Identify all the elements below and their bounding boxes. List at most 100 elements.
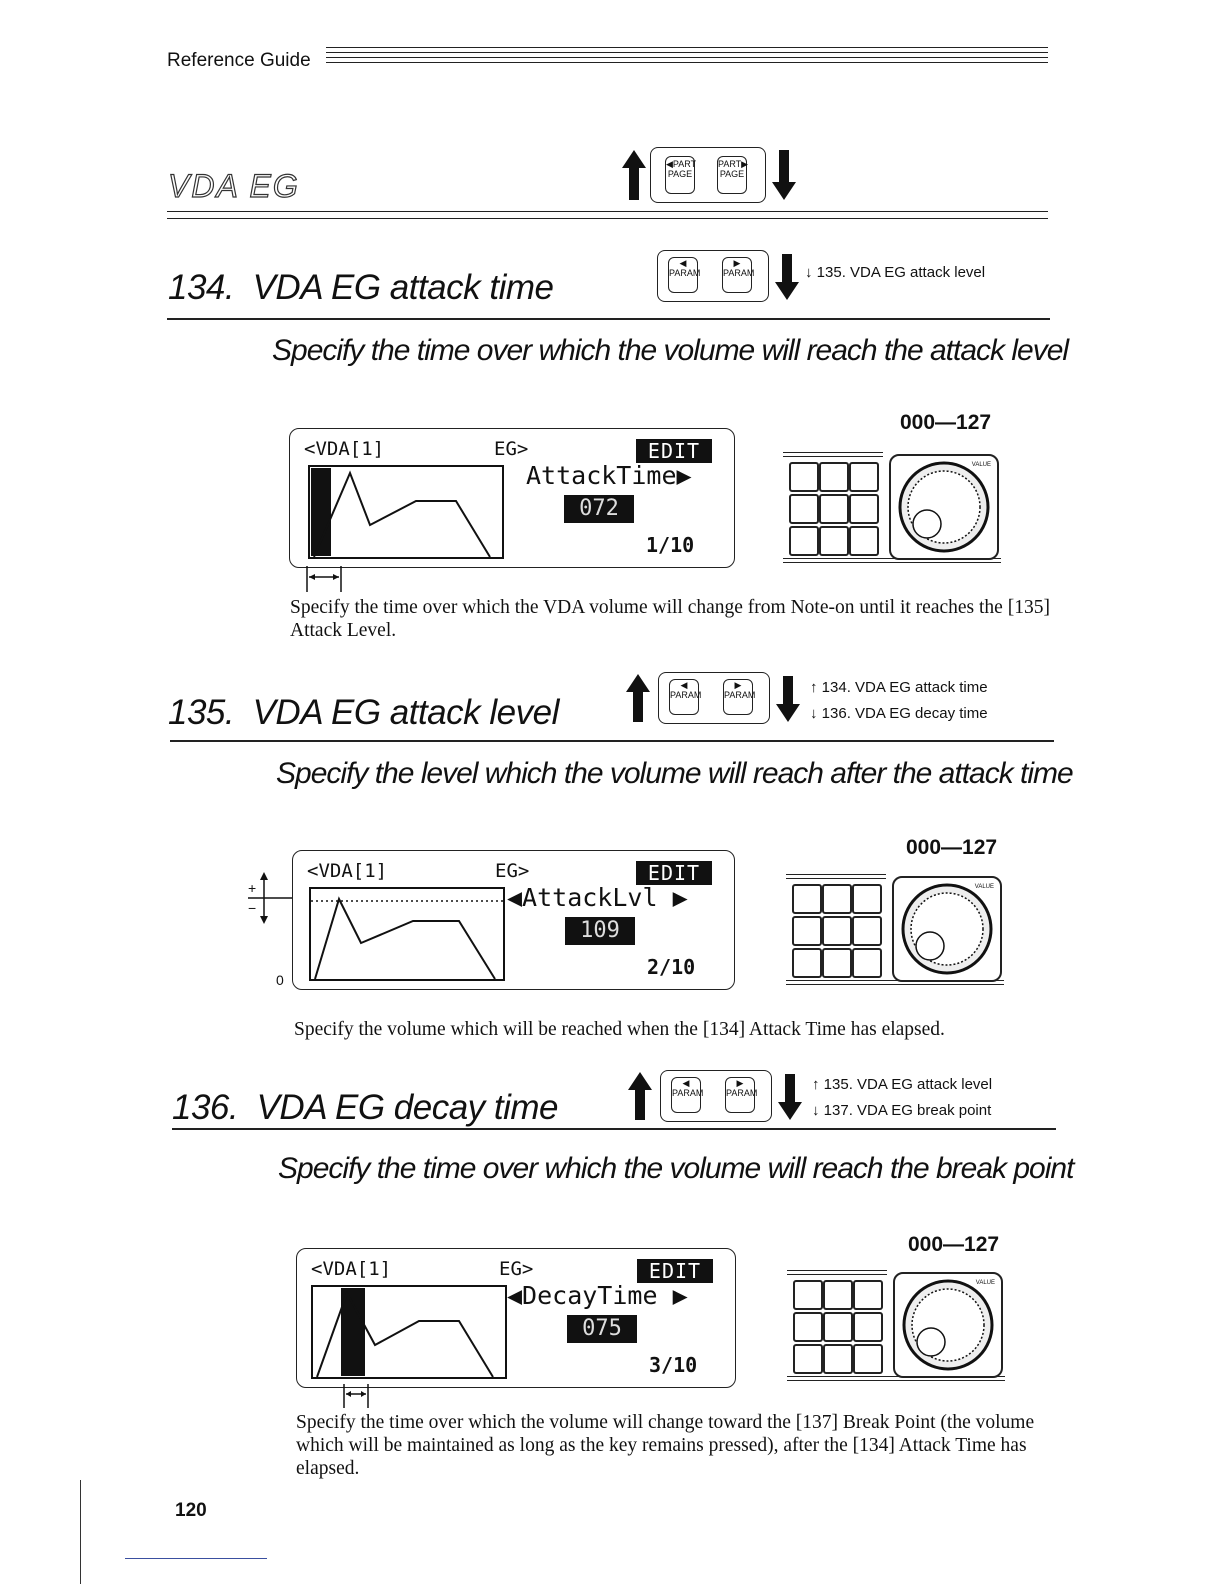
margin-rule — [80, 1480, 81, 1584]
panel-key[interactable] — [823, 1344, 853, 1374]
section-134-title: 134. VDA EG attack time — [168, 268, 554, 308]
section-title-text: VDA EG attack time — [252, 268, 554, 307]
panel-key[interactable] — [853, 1280, 883, 1310]
axis-zero: 0 — [276, 972, 284, 988]
knob-label: VALUE — [971, 462, 991, 468]
param-prev-button[interactable]: ◀ PARAM — [671, 1077, 703, 1113]
envelope-graph — [311, 1285, 507, 1386]
panel-key[interactable] — [853, 1344, 883, 1374]
panel-key[interactable] — [849, 462, 879, 492]
time-indicator — [305, 566, 345, 599]
up-arrow-icon — [628, 1072, 652, 1125]
section-number: 136. — [172, 1088, 239, 1127]
lcd-value: 109 — [565, 917, 635, 945]
nav-next[interactable]: ↓ 136. VDA EG decay time — [810, 705, 988, 722]
up-arrow-icon — [622, 150, 646, 205]
panel-key[interactable] — [789, 494, 819, 524]
panel-key[interactable] — [792, 916, 822, 946]
panel-key[interactable] — [793, 1280, 823, 1310]
nav-prev[interactable]: ↑ 134. VDA EG attack time — [810, 679, 988, 696]
panel-key[interactable] — [819, 526, 849, 556]
edit-tag: EDIT — [637, 1259, 713, 1283]
panel-key[interactable] — [853, 1312, 883, 1342]
panel-key[interactable] — [789, 526, 819, 556]
value-panel: VALUE — [786, 874, 1004, 992]
panel-key[interactable] — [793, 1312, 823, 1342]
section-number: 134. — [168, 268, 235, 307]
section-description: Specify the time over which the VDA volu… — [290, 597, 1050, 641]
panel-key[interactable] — [822, 948, 852, 978]
lcd-header-mid: EG> — [499, 1258, 534, 1280]
lcd-display: <VDA[1] EG> EDIT AttackTime▶ 072 1/10 — [289, 428, 735, 568]
chapter-title: VDA EG — [167, 167, 300, 204]
param-next-button[interactable]: ▶ PARAM — [725, 1077, 757, 1113]
button-label: ▶ — [736, 1078, 744, 1088]
part-next-button[interactable]: PART▶ PAGE — [717, 156, 748, 194]
chapter-rule — [167, 211, 1048, 225]
lcd-param: AttackTime▶ — [526, 461, 692, 490]
button-label: ◀ — [682, 1078, 690, 1088]
param-prev-button[interactable]: ◀ PARAM — [669, 679, 701, 715]
panel-key[interactable] — [789, 462, 819, 492]
value-dial[interactable]: VALUE — [892, 876, 1002, 982]
page-number: 120 — [175, 1500, 207, 1521]
param-next-button[interactable]: ▶ PARAM — [723, 679, 756, 715]
panel-key[interactable] — [852, 948, 882, 978]
knob-label: VALUE — [975, 1280, 995, 1286]
value-dial[interactable]: VALUE — [893, 1272, 1003, 1378]
nav-next: ↓ 135. VDA EG attack level — [805, 264, 986, 281]
lcd-display: <VDA[1] EG> EDIT ◀AttackLvl ▶ 109 2/10 — [292, 850, 735, 990]
button-label: PAGE — [719, 169, 745, 179]
button-label: PAGE — [667, 169, 693, 179]
panel-key[interactable] — [792, 948, 822, 978]
param-next-button[interactable]: ▶ PARAM — [722, 257, 755, 293]
panel-key[interactable] — [849, 526, 879, 556]
section-rule — [167, 318, 1050, 320]
nav-next[interactable]: ↓ 137. VDA EG break point — [812, 1102, 992, 1119]
section-title-text: VDA EG decay time — [256, 1088, 559, 1127]
panel-key[interactable] — [792, 884, 822, 914]
panel-key[interactable] — [823, 1280, 853, 1310]
button-label: ◀ — [679, 258, 687, 268]
button-label: PARAM — [669, 268, 701, 278]
panel-key[interactable] — [852, 884, 882, 914]
panel-key[interactable] — [849, 494, 879, 524]
panel-key[interactable] — [822, 884, 852, 914]
part-page-buttons: ◀PART PAGE PART▶ PAGE — [650, 147, 766, 203]
lcd-page: 2/10 — [647, 955, 696, 979]
panel-key[interactable] — [793, 1344, 823, 1374]
value-range: 000—127 — [906, 836, 998, 859]
value-range: 000—127 — [908, 1233, 1000, 1256]
section-title-text: VDA EG attack level — [252, 693, 560, 732]
section-subtitle: Specify the time over which the volume w… — [272, 334, 1069, 367]
lcd-page: 3/10 — [649, 1353, 698, 1377]
panel-key[interactable] — [819, 494, 849, 524]
section-136-title: 136. VDA EG decay time — [172, 1088, 559, 1128]
param-buttons: ◀ PARAM ▶ PARAM — [658, 672, 770, 724]
part-prev-button[interactable]: ◀PART PAGE — [665, 156, 696, 194]
edit-tag: EDIT — [636, 861, 712, 885]
nav-prev[interactable]: ↑ 135. VDA EG attack level — [812, 1076, 993, 1093]
level-axis: + − — [246, 870, 294, 935]
lcd-header-mid: EG> — [495, 860, 530, 882]
header-rule — [326, 47, 1048, 67]
button-label: ▶ — [733, 258, 741, 268]
panel-key[interactable] — [822, 916, 852, 946]
button-label: PARAM — [724, 690, 756, 700]
param-buttons: ◀ PARAM ▶ PARAM — [660, 1070, 772, 1122]
running-head: Reference Guide — [167, 50, 311, 71]
value-dial[interactable]: VALUE — [889, 454, 999, 560]
button-label: PARAM — [723, 268, 755, 278]
panel-key[interactable] — [819, 462, 849, 492]
section-number: 135. — [168, 693, 235, 732]
param-prev-button[interactable]: ◀ PARAM — [668, 257, 701, 293]
plus-sign: + — [248, 880, 257, 896]
minus-sign: − — [248, 900, 257, 916]
panel-key[interactable] — [823, 1312, 853, 1342]
value-panel: VALUE — [783, 452, 1001, 570]
lcd-display: <VDA[1] EG> EDIT ◀DecayTime ▶ 075 3/10 — [296, 1248, 736, 1388]
panel-key[interactable] — [852, 916, 882, 946]
lcd-value: 075 — [567, 1315, 637, 1343]
lcd-param: ◀AttackLvl ▶ — [507, 883, 688, 912]
envelope-graph — [308, 465, 504, 566]
